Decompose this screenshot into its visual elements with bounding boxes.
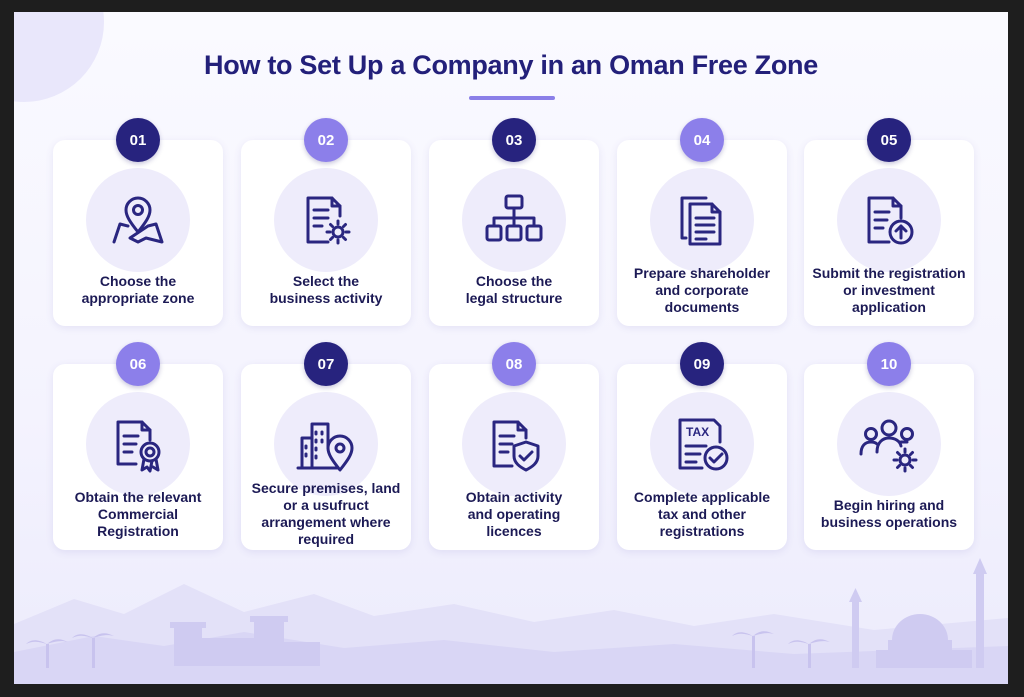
step-number-badge: 01	[116, 118, 160, 162]
step-label: Obtain the relevant Commercial Registrat…	[74, 488, 202, 539]
document-shield-icon	[492, 420, 540, 472]
step-label: Secure premises, land or a usufruct arra…	[251, 480, 401, 547]
icon-backdrop	[86, 392, 190, 496]
documents-stack-icon	[680, 196, 722, 246]
step-label: Submit the registration or investment ap…	[812, 264, 966, 315]
certificate-icon	[116, 420, 161, 473]
step-label: Prepare shareholder and corporate docume…	[633, 264, 771, 315]
icon-backdrop	[462, 168, 566, 272]
step-number-badge: 09	[680, 342, 724, 386]
infographic-frame: How to Set Up a Company in an Oman Free …	[14, 12, 1008, 684]
step-card-01: Choose the appropriate zone	[53, 140, 223, 326]
building-location-icon	[296, 422, 354, 472]
icon-backdrop: TAX	[650, 392, 754, 496]
map-pin-icon	[112, 196, 164, 244]
step-label: Begin hiring and business operations	[820, 497, 958, 530]
team-gear-icon	[859, 419, 918, 473]
landscape-skyline-illustration	[14, 558, 1008, 684]
org-chart-icon	[485, 194, 543, 242]
icon-backdrop	[837, 392, 941, 496]
step-number-badge: 07	[304, 342, 348, 386]
step-label: Select the business activity	[269, 273, 383, 306]
icon-backdrop	[462, 392, 566, 496]
step-number-badge: 03	[492, 118, 536, 162]
icon-backdrop	[837, 168, 941, 272]
step-card-06: Obtain the relevant Commercial Registrat…	[53, 364, 223, 550]
document-upload-icon	[867, 196, 914, 245]
tax-document-icon: TAX	[678, 418, 729, 471]
step-number-badge: 04	[680, 118, 724, 162]
step-number-badge: 10	[867, 342, 911, 386]
step-number-badge: 02	[304, 118, 348, 162]
step-label: Choose the legal structure	[465, 273, 563, 306]
step-card-04: Prepare shareholder and corporate docume…	[617, 140, 787, 326]
icon-backdrop	[86, 168, 190, 272]
step-card-07: Secure premises, land or a usufruct arra…	[241, 364, 411, 550]
step-card-10: Begin hiring and business operations	[804, 364, 974, 550]
step-label: Choose the appropriate zone	[81, 273, 195, 306]
step-card-09: TAX Complete applicable tax and other re…	[617, 364, 787, 550]
step-label: Obtain activity and operating licences	[465, 488, 563, 539]
step-number-badge: 05	[867, 118, 911, 162]
step-card-08: Obtain activity and operating licences	[429, 364, 599, 550]
step-label: Complete applicable tax and other regist…	[633, 488, 771, 539]
document-gear-icon	[306, 196, 351, 245]
title-underline	[469, 96, 555, 100]
step-card-02: Select the business activity	[241, 140, 411, 326]
icon-backdrop	[650, 168, 754, 272]
palm-trees	[26, 631, 830, 668]
step-card-05: Submit the registration or investment ap…	[804, 140, 974, 326]
icon-backdrop	[274, 392, 378, 496]
tax-text: TAX	[686, 425, 709, 439]
mosque-silhouette	[849, 558, 987, 668]
step-card-03: Choose the legal structure	[429, 140, 599, 326]
page-title: How to Set Up a Company in an Oman Free …	[204, 50, 818, 80]
step-number-badge: 06	[116, 342, 160, 386]
fort-silhouette	[170, 616, 320, 666]
step-number-badge: 08	[492, 342, 536, 386]
icon-backdrop	[274, 168, 378, 272]
